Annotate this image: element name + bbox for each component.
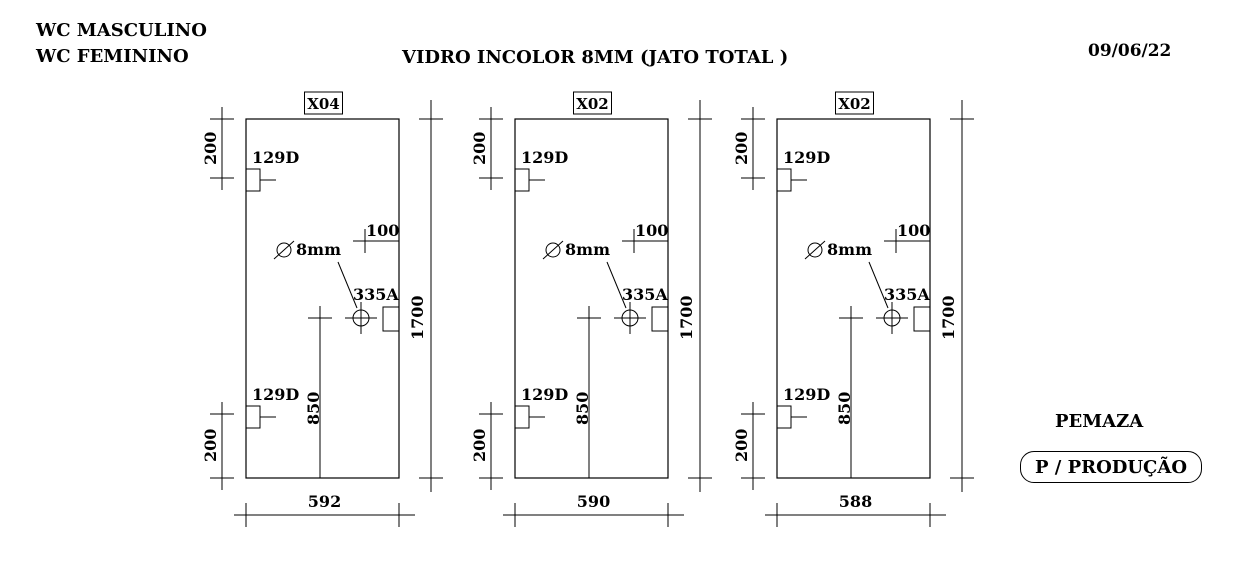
hole-leader-line xyxy=(606,261,627,309)
drawing-title: VIDRO INCOLOR 8MM (JATO TOTAL ) xyxy=(402,47,789,68)
hole-diameter-label: 8mm xyxy=(827,240,872,259)
lock-cutout xyxy=(913,306,931,332)
production-status-badge: P / PRODUÇÃO xyxy=(1020,451,1202,483)
header-line-1: WC MASCULINO xyxy=(36,20,207,41)
diameter-symbol-slash xyxy=(273,240,295,260)
panel-height-label: 1700 xyxy=(939,295,958,340)
hinge-bottom-cutout xyxy=(776,405,792,429)
hole-height-label: 850 xyxy=(304,392,323,425)
bottom-offset-label: 200 xyxy=(201,429,220,462)
production-status-label: P / PRODUÇÃO xyxy=(1034,456,1188,478)
lock-cutout xyxy=(382,306,400,332)
bottom-offset-label: 200 xyxy=(470,429,489,462)
diameter-symbol-slash xyxy=(804,240,826,260)
hole-leader-line xyxy=(868,261,889,309)
hinge-bottom-label: 129D xyxy=(521,385,568,404)
hinge-top-label: 129D xyxy=(252,148,299,167)
diameter-symbol-circle xyxy=(807,242,823,258)
panel-tag: X02 xyxy=(576,95,609,113)
lock-label: 335A xyxy=(884,285,930,304)
hole-diameter-label: 8mm xyxy=(565,240,610,259)
top-offset-label: 200 xyxy=(732,132,751,165)
panel-width-label: 592 xyxy=(308,492,341,511)
panel-width-label: 590 xyxy=(577,492,610,511)
panel-tag-box xyxy=(573,91,612,115)
edge-offset-label: 100 xyxy=(635,221,668,240)
edge-offset-label: 100 xyxy=(897,221,930,240)
hinge-bottom-label: 129D xyxy=(783,385,830,404)
glass-panel-3: X02 588 1700 200 200 129D 129D 100 8mm 335A 850 xyxy=(732,91,974,527)
drawing-date: 09/06/22 xyxy=(1088,41,1172,61)
hole-leader-line xyxy=(337,261,358,309)
lock-label: 335A xyxy=(622,285,668,304)
hinge-bottom-label: 129D xyxy=(252,385,299,404)
panel-height-label: 1700 xyxy=(408,295,427,340)
hole-height-label: 850 xyxy=(573,392,592,425)
lock-cutout xyxy=(651,306,669,332)
hinge-top-cutout xyxy=(514,168,530,192)
hinge-top-label: 129D xyxy=(521,148,568,167)
panel-height-label: 1700 xyxy=(677,295,696,340)
hinge-bottom-cutout xyxy=(514,405,530,429)
edge-offset-label: 100 xyxy=(366,221,399,240)
hinge-top-cutout xyxy=(245,168,261,192)
glass-panels: X045921700200200129D129D1008mm335A850X02… xyxy=(201,91,974,527)
header-line-2: WC FEMININO xyxy=(36,46,189,67)
hole-height-label: 850 xyxy=(835,392,854,425)
lock-label: 335A xyxy=(353,285,399,304)
panel-outline xyxy=(776,118,931,479)
diameter-symbol-circle xyxy=(545,242,561,258)
hole-diameter-label: 8mm xyxy=(296,240,341,259)
hinge-top-cutout xyxy=(776,168,792,192)
diameter-symbol-circle xyxy=(276,242,292,258)
company-name: PEMAZA xyxy=(1055,411,1144,432)
top-offset-label: 200 xyxy=(470,132,489,165)
top-offset-label: 200 xyxy=(201,132,220,165)
panel-width-label: 588 xyxy=(839,492,872,511)
panel-tag-box xyxy=(835,91,874,115)
bottom-offset-label: 200 xyxy=(732,429,751,462)
panel-outline xyxy=(245,118,400,479)
glass-panel-1: X04 592 1700 200 200 129D 129D 100 8mm 335A 850 xyxy=(201,91,443,527)
glass-panel-2: X02 590 1700 200 200 129D 129D 100 8mm 335A 850 xyxy=(470,91,712,527)
diameter-symbol-slash xyxy=(542,240,564,260)
panel-tag: X02 xyxy=(838,95,871,113)
panel-outline xyxy=(514,118,669,479)
panel-tag-box xyxy=(304,91,343,115)
panel-tag: X04 xyxy=(307,95,340,113)
hinge-top-label: 129D xyxy=(783,148,830,167)
hinge-bottom-cutout xyxy=(245,405,261,429)
